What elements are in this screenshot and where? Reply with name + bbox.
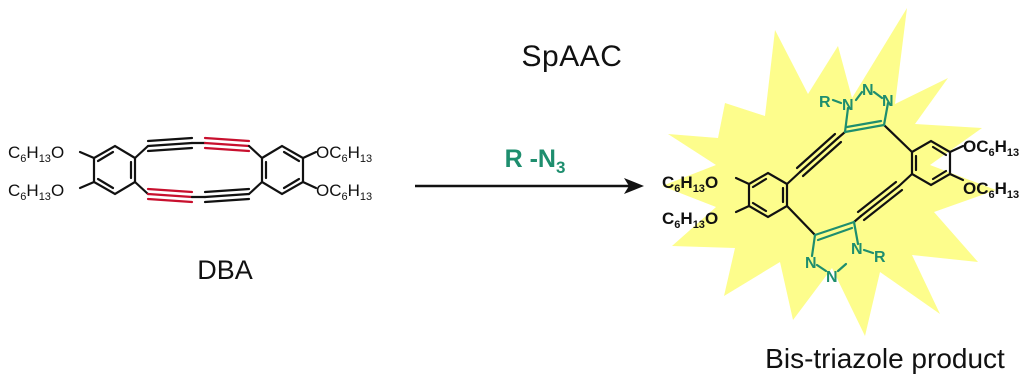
triazole-bottom-n2: N (826, 269, 838, 286)
right-benzene-ring (260, 144, 305, 196)
product-name: Bis-triazole product (765, 343, 1005, 374)
alkyne-top-left (146, 136, 194, 153)
reactant-name: DBA (197, 255, 253, 285)
dba-sub-top-left: C6H13O (8, 143, 64, 165)
triazole-labels: R N N N N N N R (805, 82, 894, 286)
yellow-burst (662, 8, 996, 336)
triazole-top (831, 90, 890, 134)
dba-sub-bottom-left: C6H13O (8, 181, 64, 203)
alkyne-top-right-strained (203, 136, 251, 153)
product-sub-top-right: OC6H13 (963, 137, 1019, 159)
triazole-top-n3: N (882, 93, 894, 110)
reaction-title: SpAAC (521, 40, 623, 73)
triazole-bottom-n3: N (851, 241, 863, 258)
triazole-bottom-r: R (874, 249, 886, 266)
dba-sub-bottom-right: OC6H13 (316, 181, 372, 203)
triazole-bottom-n1: N (805, 255, 817, 272)
dba-molecule (78, 136, 318, 204)
product-sub-bottom-right: OC6H13 (963, 179, 1019, 201)
left-benzene-ring (92, 144, 137, 196)
alkyne-bottom-left-strained (146, 187, 194, 204)
alkyne-bottom-right (203, 187, 251, 204)
product-sub-bottom-left: C6H13O (662, 209, 718, 231)
product-sub-top-left: C6H13O (662, 173, 718, 195)
triazole-top-n1: N (842, 97, 854, 114)
product-molecule (734, 123, 965, 237)
triazole-bottom (810, 220, 875, 273)
reagent-label: R -N3 (504, 145, 566, 177)
dba-sub-top-right: OC6H13 (316, 143, 372, 165)
triazole-top-r: R (819, 94, 831, 111)
reaction-arrow (415, 178, 644, 194)
dba-substituent-labels: C6H13O C6H13O OC6H13 OC6H13 (8, 143, 372, 203)
triazole-top-n2: N (862, 82, 874, 99)
